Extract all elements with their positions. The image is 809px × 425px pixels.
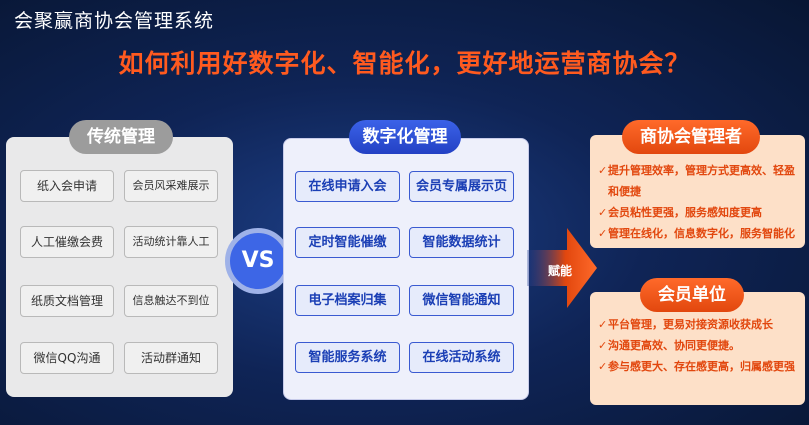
digital-item: 电子档案归集 (295, 285, 400, 316)
digital-item: 智能服务系统 (295, 342, 400, 373)
benefit-item: 管理在线化，信息数字化，服务智能化 (598, 223, 797, 244)
headline: 如何利用好数字化、智能化，更好地运营商协会？ (118, 49, 691, 78)
digital-item: 定时智能催缴 (295, 227, 400, 258)
vs-badge: VS (225, 228, 291, 294)
digital-item: 会员专属展示页 (409, 171, 514, 202)
traditional-item: 活动统计靠人工 (124, 226, 218, 258)
traditional-item: 活动群通知 (124, 342, 218, 374)
benefit-item: 沟通更高效、协同更便捷。 (598, 335, 797, 356)
traditional-item: 纸质文档管理 (20, 285, 114, 317)
digital-item: 在线申请入会 (295, 171, 400, 202)
traditional-item: 信息触达不到位 (124, 285, 218, 317)
digital-item: 在线活动系统 (409, 342, 514, 373)
brand-title: 会聚赢商协会管理系统 (14, 10, 215, 32)
benefit-item: 会员粘性更强，服务感知度更高 (598, 202, 797, 223)
traditional-panel: 纸入会申请 会员风采难展示 人工催缴会费 活动统计靠人工 纸质文档管理 信息触达… (6, 137, 233, 397)
digital-title: 数字化管理 (349, 120, 461, 154)
digital-item: 微信智能通知 (409, 285, 514, 316)
org-manager-title: 商协会管理者 (622, 120, 760, 154)
traditional-item: 纸入会申请 (20, 170, 114, 202)
traditional-item: 会员风采难展示 (124, 170, 218, 202)
digital-panel: 在线申请入会 会员专属展示页 定时智能催缴 智能数据统计 电子档案归集 微信智能… (283, 138, 529, 400)
arrow-label: 赋能 (548, 264, 573, 278)
empower-arrow-icon (527, 228, 597, 308)
benefit-item: 平台管理，更易对接资源收获成长 (598, 314, 797, 335)
benefit-item: 参与感更大、存在感更高，归属感更强 (598, 356, 797, 377)
digital-item: 智能数据统计 (409, 227, 514, 258)
traditional-item: 微信QQ沟通 (20, 342, 114, 374)
traditional-item: 人工催缴会费 (20, 226, 114, 258)
member-unit-title: 会员单位 (640, 278, 744, 312)
traditional-title: 传统管理 (69, 120, 173, 154)
benefit-item: 提升管理效率，管理方式更高效、轻盈和便捷 (598, 160, 797, 202)
